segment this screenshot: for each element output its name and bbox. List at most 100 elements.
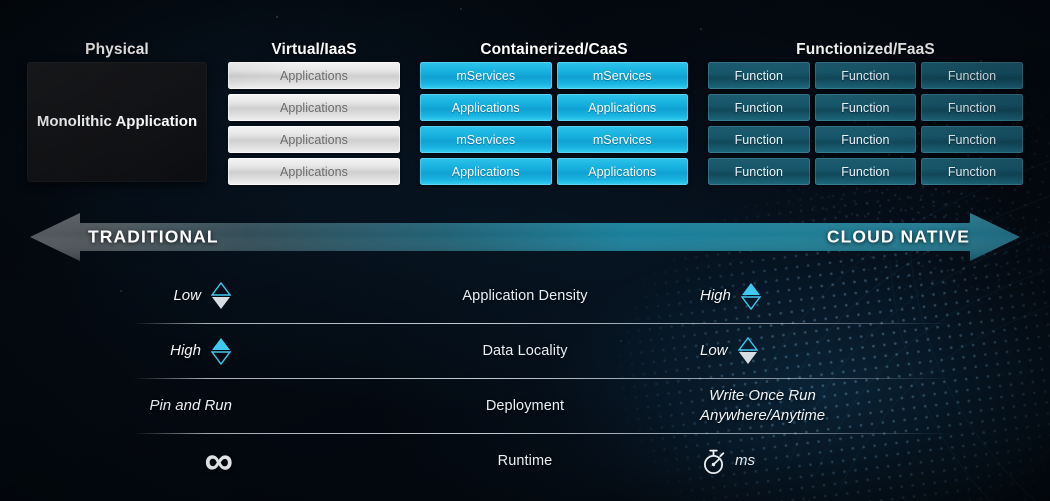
- tile-function[interactable]: Function: [814, 62, 917, 89]
- row-metric-label-deployment: Deployment: [485, 397, 565, 414]
- row-right-value-application-density: High: [610, 268, 1050, 323]
- stopwatch-icon: [703, 449, 725, 474]
- row-left-value-deployment: Pin and Run: [0, 378, 420, 433]
- tile-function[interactable]: Function: [814, 126, 917, 153]
- tile-label: Applications: [588, 100, 657, 115]
- double-arrow-shape: [30, 213, 1020, 261]
- tile-label: Function: [734, 68, 783, 83]
- background-swirl-lines: [739, 160, 1050, 501]
- spectrum-label-traditional: TRADITIONAL: [88, 226, 219, 247]
- tile-application[interactable]: Applications: [556, 158, 688, 185]
- tile-function[interactable]: Function: [814, 158, 917, 185]
- tile-label: Function: [947, 68, 997, 83]
- tile-label: Function: [734, 100, 783, 115]
- functionized-tile-grid: Function Function Function Function Func…: [708, 62, 1023, 185]
- left-value-label: Low: [173, 286, 201, 304]
- right-value-label: Write Once Run Anywhere/Anytime: [700, 387, 826, 424]
- right-value-label: Low: [700, 341, 728, 359]
- tile-mservices[interactable]: mServices: [556, 126, 688, 153]
- tile-function[interactable]: Function: [708, 62, 810, 89]
- tile-application[interactable]: Applications: [420, 158, 552, 185]
- stack-column-functionized: Functionized/FaaS Function Function Func…: [708, 40, 1023, 185]
- row-left-value-data-locality: High: [0, 323, 420, 378]
- architecture-stack-section: Physical Monolithic Application Virtual/…: [0, 40, 1050, 205]
- trend-down-icon: [210, 281, 232, 310]
- tile-label: Applications: [279, 132, 348, 147]
- tile-label: mServices: [592, 68, 652, 83]
- comparison-table: Low Application Density High High: [0, 268, 1050, 501]
- stack-column-physical: Physical Monolithic Application: [27, 40, 207, 182]
- tile-application[interactable]: Applications: [228, 158, 400, 185]
- tile-function[interactable]: Function: [814, 94, 917, 121]
- stack-column-title-functionized: Functionized/FaaS: [796, 41, 935, 58]
- trend-up-icon: [210, 337, 232, 365]
- tile-mservices[interactable]: mServices: [556, 62, 688, 89]
- tile-mservices[interactable]: mServices: [420, 62, 552, 89]
- row-metric-label-application-density: Application Density: [462, 287, 588, 304]
- tile-label: Function: [947, 164, 997, 179]
- trend-up-icon-glyph: [211, 337, 231, 365]
- row-right-value-deployment: Write Once Run Anywhere/Anytime: [610, 378, 1050, 433]
- row-right-value-runtime: ms: [610, 433, 1050, 488]
- background-speck: [460, 8, 462, 10]
- tile-label: Applications: [279, 68, 348, 83]
- tile-label: Function: [841, 164, 890, 179]
- tile-label: mServices: [456, 68, 516, 83]
- tile-label: Function: [947, 100, 997, 115]
- table-row: High Data Locality Low: [0, 323, 1050, 378]
- tile-label: Applications: [279, 100, 348, 115]
- stack-column-body-virtual: Applications Applications Applications A…: [228, 62, 400, 185]
- tile-function[interactable]: Function: [708, 94, 810, 121]
- infinity-icon: ∞: [204, 438, 232, 483]
- spectrum-label-cloud-native: CLOUD NATIVE: [826, 226, 970, 247]
- row-metric-label-data-locality: Data Locality: [482, 342, 568, 359]
- containerized-tile-grid: mServices mServices Applications Applica…: [420, 62, 688, 185]
- stack-column-title-physical: Physical: [85, 41, 149, 58]
- background-speck: [120, 290, 122, 292]
- stack-column-body-functionized: Function Function Function Function Func…: [708, 62, 1023, 185]
- tile-label: mServices: [592, 132, 652, 147]
- tile-label: Function: [947, 132, 997, 147]
- virtual-tile-grid: Applications Applications Applications A…: [228, 62, 400, 185]
- trend-down-icon-glyph: [737, 336, 758, 364]
- tile-label: Function: [841, 100, 890, 115]
- row-left-value-application-density: Low: [0, 268, 420, 323]
- tile-label: Applications: [588, 164, 657, 179]
- row-metric-label-runtime: Runtime: [497, 452, 553, 469]
- traditional-to-cloud-native-spectrum: TRADITIONAL CLOUD NATIVE: [0, 211, 1050, 263]
- tile-application[interactable]: Applications: [556, 94, 688, 121]
- tile-application[interactable]: Applications: [228, 62, 400, 89]
- table-row: Low Application Density High: [0, 268, 1050, 323]
- monolithic-application-label: Monolithic Application: [36, 113, 198, 131]
- tile-function[interactable]: Function: [921, 62, 1023, 89]
- tile-function[interactable]: Function: [921, 94, 1023, 121]
- left-value-label: Pin and Run: [149, 396, 232, 414]
- tile-application[interactable]: Applications: [228, 94, 400, 121]
- trend-down-icon-glyph: [211, 281, 231, 309]
- trend-down-icon: [737, 336, 759, 365]
- tile-function[interactable]: Function: [708, 158, 810, 185]
- background-speck: [620, 340, 622, 342]
- tile-mservices[interactable]: mServices: [420, 126, 552, 153]
- tile-function[interactable]: Function: [921, 126, 1023, 153]
- tile-application[interactable]: Applications: [420, 94, 552, 121]
- stack-column-body-containerized: mServices mServices Applications Applica…: [420, 62, 688, 185]
- tile-function[interactable]: Function: [708, 126, 810, 153]
- tile-function[interactable]: Function: [921, 158, 1023, 185]
- stack-column-containerized: Containerized/CaaS mServices mServices A…: [420, 40, 688, 185]
- monolithic-application-block[interactable]: Monolithic Application: [27, 62, 207, 182]
- tile-label: Applications: [279, 164, 348, 179]
- tile-label: mServices: [456, 132, 516, 147]
- background-speck: [700, 28, 702, 30]
- table-row: ∞ Runtime ms: [0, 433, 1050, 488]
- tile-label: Function: [841, 68, 890, 83]
- stack-column-title-virtual: Virtual/IaaS: [271, 41, 357, 58]
- tile-application[interactable]: Applications: [228, 126, 400, 153]
- right-value-label: High: [700, 286, 731, 304]
- stack-column-title-containerized: Containerized/CaaS: [480, 41, 628, 58]
- trend-up-icon: [740, 282, 762, 310]
- row-left-value-runtime: ∞: [0, 433, 420, 488]
- runtime-right-group: ms: [700, 446, 755, 476]
- trend-up-icon-glyph: [740, 282, 761, 310]
- row-right-value-data-locality: Low: [610, 323, 1050, 378]
